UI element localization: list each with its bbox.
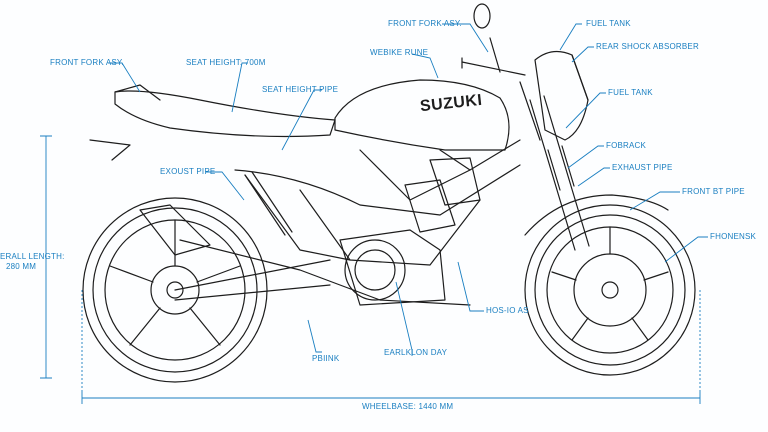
label-fuel-tank-top: FUEL TANK — [586, 19, 631, 28]
front-wheel — [524, 204, 696, 376]
exhaust-pipe — [139, 204, 471, 306]
tail-cowl — [89, 84, 161, 161]
label-hos-as: HOS-IO AS — [486, 306, 529, 315]
handlebar — [461, 3, 526, 76]
engine — [339, 157, 481, 306]
label-wheelbase: WHEELBASE: 1440 MM — [362, 402, 454, 411]
label-front-fork-left: FRONT FORK ASY. — [50, 58, 124, 67]
label-rear-shock: REAR SHOCK ABSORBER — [596, 42, 699, 51]
label-exhaust-right: EXHAUST PIPE — [612, 163, 673, 172]
fuel-tank — [334, 79, 510, 151]
swingarm — [174, 259, 331, 301]
label-webike-rune: WEBIKE RUNE — [370, 48, 429, 57]
seat — [114, 90, 336, 138]
front-fender — [524, 194, 669, 236]
label-seat-height-top: SEAT HEIGHT: 700M — [186, 58, 266, 67]
label-fuel-tank-right: FUEL TANK — [608, 88, 653, 97]
label-front-fork-top: FRONT FORK ASY. — [388, 19, 462, 28]
label-exhaust-left: EXOUST PIPE — [160, 167, 216, 176]
label-front-bt-pipe: FRONT BT PIPE — [682, 187, 745, 196]
label-fobrack: FOBRACK — [606, 141, 647, 150]
label-fhonensk: FHONENSK — [710, 232, 757, 241]
dimension-lines — [40, 135, 701, 404]
label-overall-length: ERALL LENGTH: 280 MM — [0, 252, 65, 272]
label-overall-length-line1: ERALL LENGTH: — [0, 252, 65, 261]
frame — [234, 139, 521, 266]
label-earlklon-day: EARLKLON DAY — [384, 348, 448, 357]
headlight — [519, 50, 589, 141]
rear-shock — [244, 171, 293, 236]
label-pbink: PBIINK — [312, 354, 340, 363]
front-fork — [529, 95, 590, 251]
rear-wheel — [82, 197, 268, 383]
label-overall-length-line2: 280 MM — [6, 262, 37, 271]
callout-lines — [108, 23, 708, 356]
label-seat-height-pipe: SEAT HEIGHT PIPE — [262, 85, 339, 94]
